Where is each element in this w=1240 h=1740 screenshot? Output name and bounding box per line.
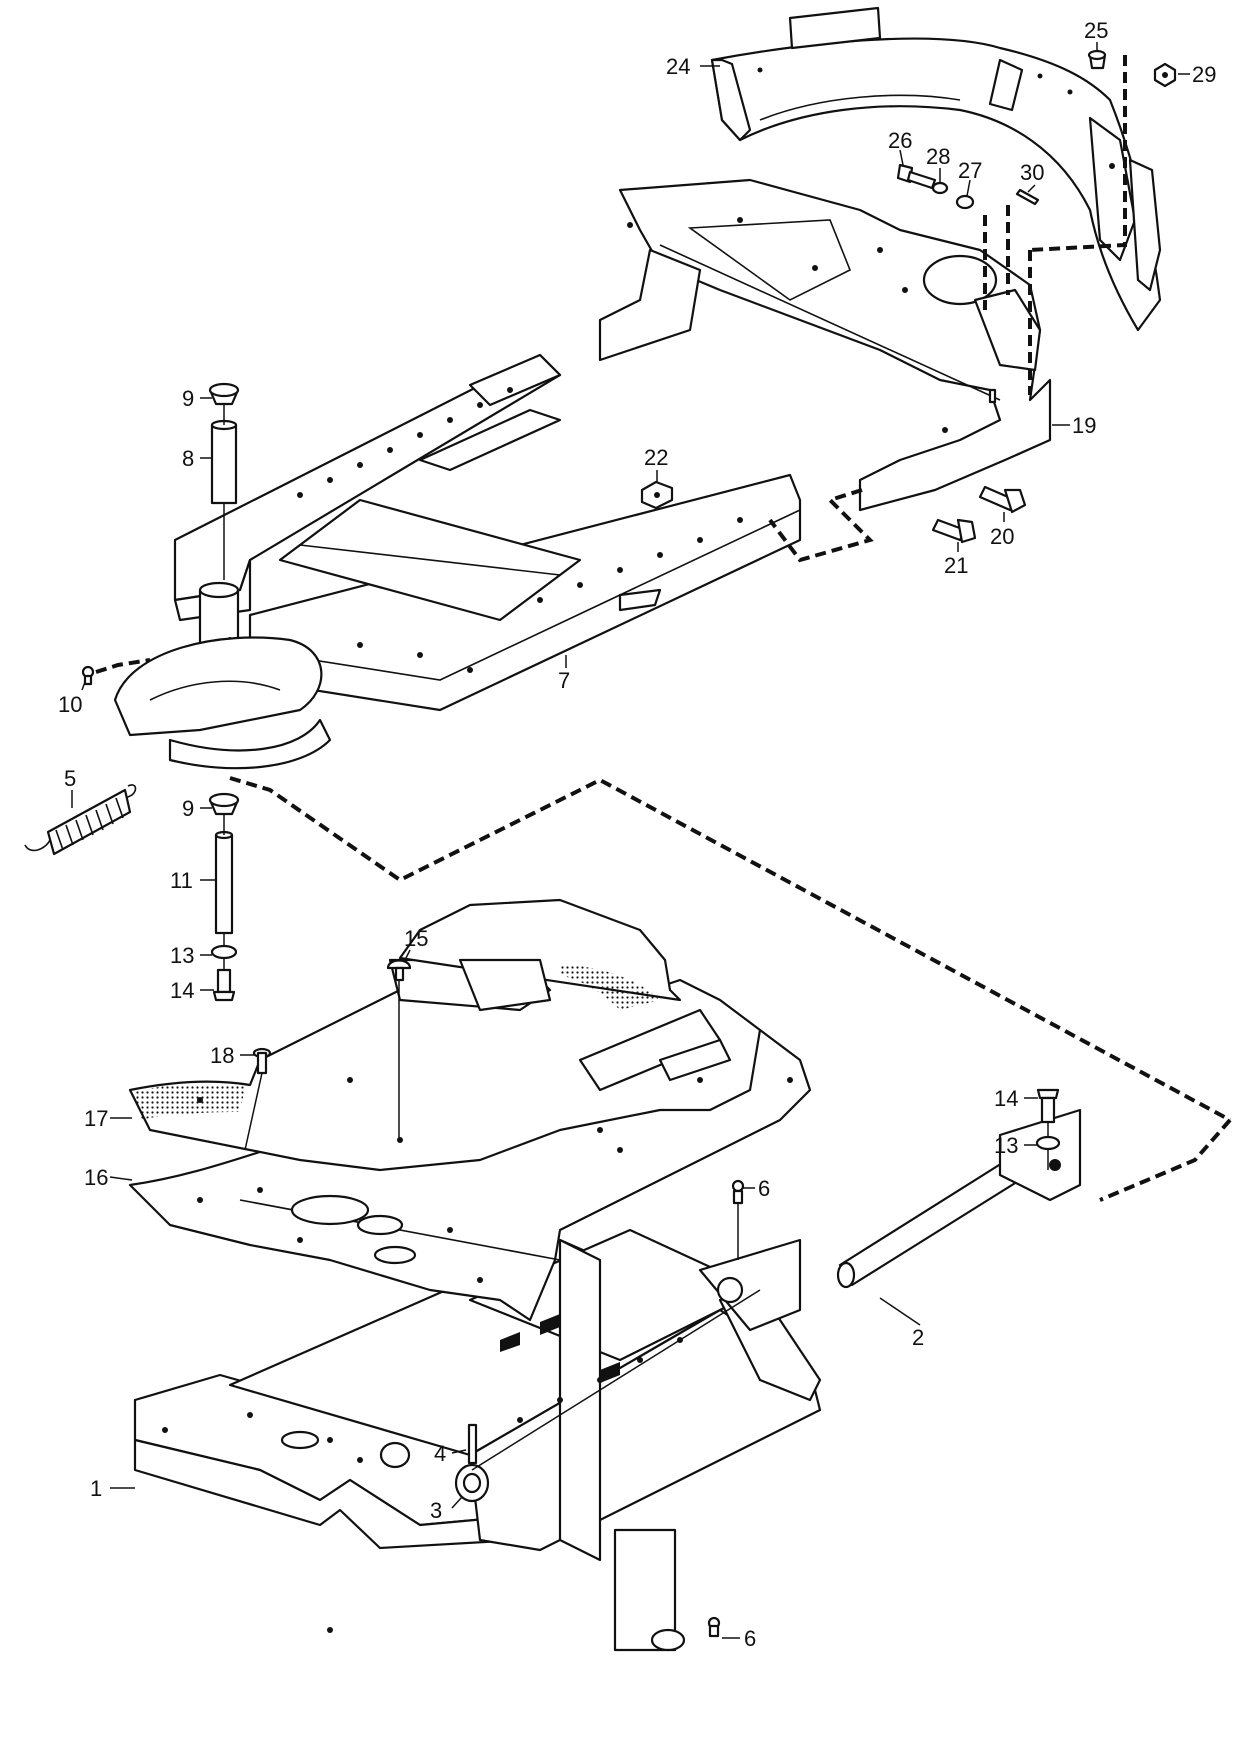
- callout-8: 8: [182, 446, 194, 471]
- spacer-tube: [210, 419, 238, 505]
- bolt-front: [212, 968, 236, 1002]
- pedal-plate: [398, 898, 682, 1012]
- callout-1: 1: [90, 1476, 102, 1501]
- callout-14-rear: 14: [994, 1086, 1018, 1111]
- hitch-bolt-lower: [931, 518, 977, 544]
- shoulder-bolt: [81, 665, 95, 686]
- hitch-bolt-upper: [978, 485, 1027, 514]
- callout-18: 18: [210, 1043, 234, 1068]
- callout-11: 11: [170, 868, 193, 893]
- front-axle-frame: [133, 1228, 822, 1652]
- callout-30: 30: [1020, 160, 1044, 185]
- callout-14-front: 14: [170, 978, 194, 1003]
- bushing-upper: [208, 382, 240, 406]
- callout-29: 29: [1192, 62, 1216, 87]
- callout-26: 26: [888, 128, 912, 153]
- callout-3: 3: [430, 1498, 442, 1523]
- callout-16: 16: [84, 1165, 108, 1190]
- callout-leaders: [71, 42, 1190, 1639]
- callout-22: 22: [644, 445, 668, 470]
- bumper-bolt: [1087, 49, 1107, 70]
- bolt-rear: [1036, 1088, 1060, 1124]
- rear-hitch-plate: [598, 178, 1052, 512]
- callout-2: 2: [912, 1325, 924, 1350]
- callout-9-upper: 9: [182, 386, 194, 411]
- bumper-nut: [1153, 62, 1177, 88]
- callout-9-lower: 9: [182, 796, 194, 821]
- callout-24: 24: [666, 54, 690, 79]
- callout-13-front: 13: [170, 943, 194, 968]
- callout-15: 15: [404, 926, 428, 951]
- callout-4: 4: [434, 1441, 446, 1466]
- callout-27: 27: [958, 158, 982, 183]
- assembly-lines: [95, 55, 1232, 1471]
- rear-axle-rod: [836, 1108, 1082, 1289]
- callout-20: 20: [990, 524, 1014, 549]
- callout-10: 10: [58, 692, 82, 717]
- callout-19: 19: [1072, 413, 1096, 438]
- grease-fitting-lower: [707, 1616, 721, 1638]
- bushing-lower: [208, 792, 240, 816]
- callout-6-upper: 6: [758, 1176, 770, 1201]
- hex-nut: [640, 480, 674, 510]
- callout-21: 21: [944, 553, 968, 578]
- chassis-frame: [113, 353, 802, 770]
- axle-bushing: [454, 1463, 490, 1503]
- plate-screw: [252, 1047, 272, 1075]
- roll-pin: [1015, 188, 1040, 206]
- tension-spring: [24, 784, 137, 856]
- callout-25: 25: [1084, 18, 1108, 43]
- callout-7: 7: [558, 668, 570, 693]
- callout-13-rear: 13: [994, 1133, 1018, 1158]
- clevis-pin: [467, 1423, 478, 1465]
- callout-labels: 24 25 29 26 28 27 30 19 9 8 22 20 21 10 …: [58, 18, 1216, 1651]
- washer-front: [210, 944, 238, 960]
- callout-6-lower: 6: [744, 1626, 756, 1651]
- pivot-pin: [214, 830, 234, 935]
- callout-28: 28: [926, 144, 950, 169]
- callout-17: 17: [84, 1106, 108, 1131]
- flat-washer: [955, 194, 975, 210]
- callout-5: 5: [64, 766, 76, 791]
- lock-washer: [931, 181, 949, 195]
- washer-rear: [1035, 1135, 1061, 1151]
- grease-fitting-upper: [731, 1179, 745, 1205]
- rear-bumper: [710, 6, 1162, 332]
